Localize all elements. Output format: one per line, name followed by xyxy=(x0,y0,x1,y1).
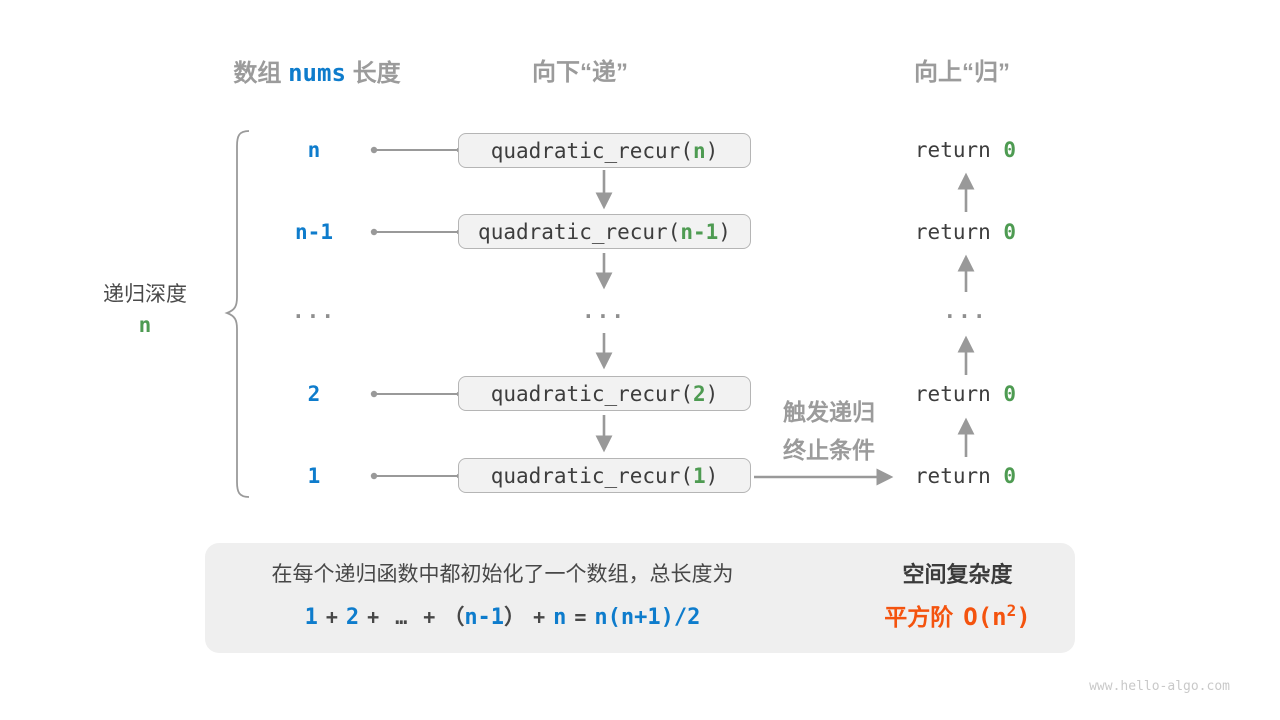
call-text-close: ) xyxy=(705,138,719,163)
return-value: 0 xyxy=(1003,138,1017,162)
ellipsis-label: ... xyxy=(292,299,336,323)
base-case-note-line2: 终止条件 xyxy=(783,437,875,463)
ellipsis-middle: ... xyxy=(582,299,626,323)
ellipsis-return: ... xyxy=(943,299,988,323)
column-header-array-length: 数组 nums 长度 xyxy=(233,58,400,89)
big-o-open: O(n xyxy=(963,603,1007,631)
column-header-return-up: 向上“归” xyxy=(914,59,1010,86)
call-frame-box: quadratic_recur(2) xyxy=(458,376,751,411)
base-case-note: 触发递归 终止条件 xyxy=(754,393,904,469)
call-frame-box: quadratic_recur(n) xyxy=(458,133,751,168)
summary-panel xyxy=(205,543,1075,653)
array-length-label: 1 xyxy=(307,464,321,488)
formula-plus: + xyxy=(367,605,380,629)
recursion-depth-value: n xyxy=(138,313,152,337)
call-text: quadratic_recur( xyxy=(490,381,693,406)
space-complexity-title: 空间复杂度 xyxy=(902,562,1013,587)
header-nums-code: nums xyxy=(288,59,346,87)
formula-plus: + xyxy=(325,605,338,629)
formula-term: n-1 xyxy=(464,605,505,630)
formula-paren-open: （ xyxy=(443,606,465,629)
base-case-note-line1: 触发递归 xyxy=(783,399,875,425)
big-o-exponent: 2 xyxy=(1006,601,1017,620)
call-text: quadratic_recur( xyxy=(490,463,693,488)
array-length-label: 2 xyxy=(307,382,321,406)
header-left-prefix: 数组 xyxy=(233,60,289,87)
recursion-depth-label: 递归深度 xyxy=(103,283,187,306)
formula-term: 2 xyxy=(345,605,360,630)
formula-plus: + xyxy=(533,605,546,629)
formula-ellipsis: … xyxy=(395,605,408,629)
space-complexity-value: 平方阶 O(n2) xyxy=(850,601,1065,636)
header-left-suffix: 长度 xyxy=(345,60,401,87)
call-param: 1 xyxy=(692,463,706,488)
formula-equals: = xyxy=(574,605,587,629)
formula-plus: + xyxy=(423,605,436,629)
return-keyword: return xyxy=(914,220,1004,244)
return-value: 0 xyxy=(1003,382,1017,406)
formula-term: n xyxy=(553,605,567,630)
return-statement: return 0 xyxy=(893,219,1038,245)
summary-description: 在每个递归函数中都初始化了一个数组，总长度为 xyxy=(271,563,734,586)
call-frame-box: quadratic_recur(n-1) xyxy=(458,214,751,249)
call-text-close: ) xyxy=(718,219,731,244)
return-statement: return 0 xyxy=(893,463,1038,489)
call-param: 2 xyxy=(692,381,706,406)
call-param: n xyxy=(692,138,706,163)
call-text: quadratic_recur( xyxy=(478,219,681,244)
array-length-label: n-1 xyxy=(295,220,333,244)
complexity-prefix: 平方阶 xyxy=(884,604,954,630)
call-text-close: ) xyxy=(705,463,719,488)
formula-paren-close: ） xyxy=(504,606,526,629)
array-length-label: n xyxy=(307,138,321,162)
column-header-recurse-down: 向下“递” xyxy=(532,59,628,86)
label-to-box-connectors xyxy=(370,146,462,480)
return-keyword: return xyxy=(914,464,1004,488)
return-keyword: return xyxy=(914,382,1004,406)
big-o-close: ) xyxy=(1016,603,1031,631)
call-frame-box: quadratic_recur(1) xyxy=(458,458,751,493)
return-statement: return 0 xyxy=(893,381,1038,407)
call-text: quadratic_recur( xyxy=(490,138,693,163)
return-statement: return 0 xyxy=(893,137,1038,163)
depth-brace xyxy=(224,130,250,498)
summary-formula: 1 +2 + … + （n-1） + n = n(n+1)/2 xyxy=(225,601,780,634)
return-keyword: return xyxy=(914,138,1004,162)
call-text-close: ) xyxy=(705,381,719,406)
return-value: 0 xyxy=(1003,464,1017,488)
watermark-url: www.hello-algo.com xyxy=(1089,679,1230,694)
formula-term: 1 xyxy=(304,605,318,630)
call-param: n-1 xyxy=(680,219,719,244)
return-value: 0 xyxy=(1003,220,1017,244)
formula-result: n(n+1)/2 xyxy=(594,605,701,630)
